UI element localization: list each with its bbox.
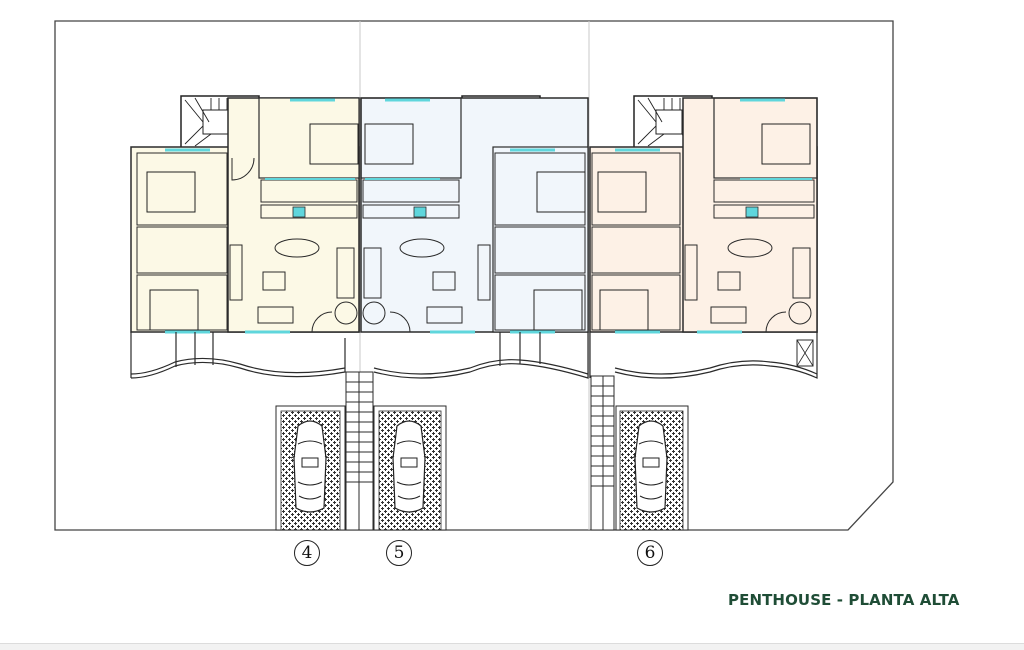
drawing-title: PENTHOUSE - PLANTA ALTA: [728, 591, 960, 609]
terraces: [130, 332, 818, 379]
parking-spaces: [275, 405, 689, 531]
unit-number-4: 4: [294, 540, 320, 566]
unit-5-floorplan: [360, 95, 589, 334]
exterior-stairs: [345, 371, 615, 531]
unit-6-floorplan: [589, 95, 818, 367]
unit-number-5: 5: [386, 540, 412, 566]
unit-4-floorplan: [130, 95, 360, 334]
bottom-divider: [0, 643, 1024, 650]
unit-number-6: 6: [637, 540, 663, 566]
